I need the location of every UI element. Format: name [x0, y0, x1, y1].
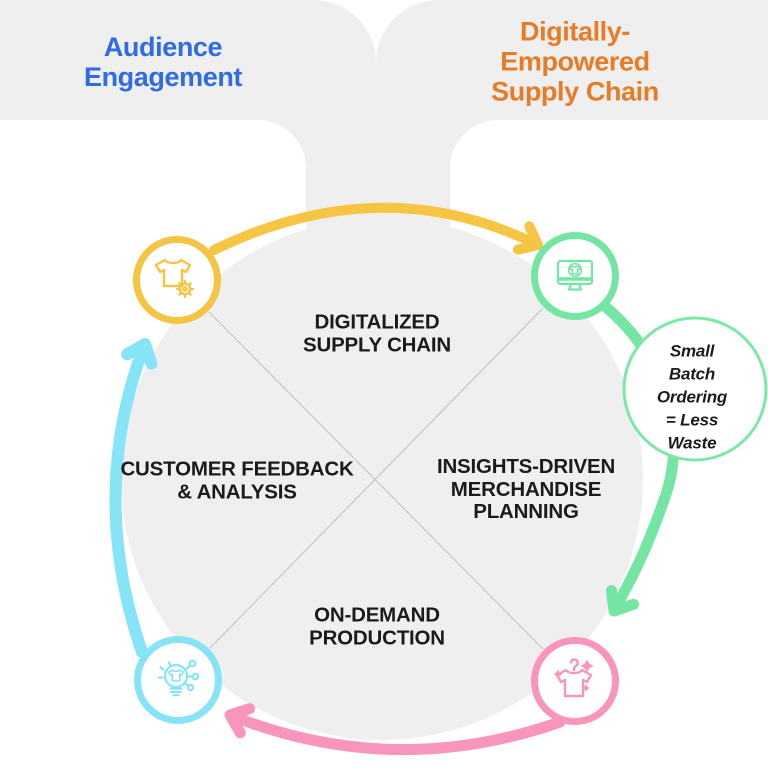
node-top-left — [133, 236, 221, 324]
cycle-background-circle — [121, 218, 643, 740]
quadrant-label-digitalized-supply-chain: DIGITALIZED SUPPLY CHAIN — [303, 310, 451, 356]
tshirt-gear-icon — [154, 258, 195, 299]
header-digitally-empowered-supply-chain: Digitally-Empowered Supply Chain — [491, 16, 659, 108]
callout-small-batch-ordering: Small Batch Ordering = Less Waste — [656, 341, 728, 453]
banner-notch — [313, 0, 439, 63]
tshirt-sparkles-icon — [553, 658, 594, 698]
node-bottom-left — [134, 636, 222, 724]
arrow-left-cyan — [109, 338, 158, 658]
quadrant-label-on-demand-production: ON-DEMAND PRODUCTION — [309, 603, 445, 649]
lightbulb-network-icon — [157, 659, 200, 697]
quadrant-divider-lines — [208, 307, 544, 650]
node-bottom-right — [531, 637, 619, 725]
arrow-bottom-pink — [224, 703, 566, 756]
quadrant-label-insights-driven-merchandise-planning: INSIGHTS-DRIVEN MERCHANDISE PLANNING — [436, 455, 616, 524]
arrow-top-yellow — [209, 202, 543, 255]
top-banner-band — [0, 0, 768, 265]
quadrant-label-customer-feedback-analysis: CUSTOMER FEEDBACK & ANALYSIS — [120, 457, 354, 503]
header-audience-engagement: Audience Engagement — [83, 31, 243, 92]
monitor-sync-icon — [556, 259, 594, 291]
callout-bubble — [622, 316, 768, 462]
